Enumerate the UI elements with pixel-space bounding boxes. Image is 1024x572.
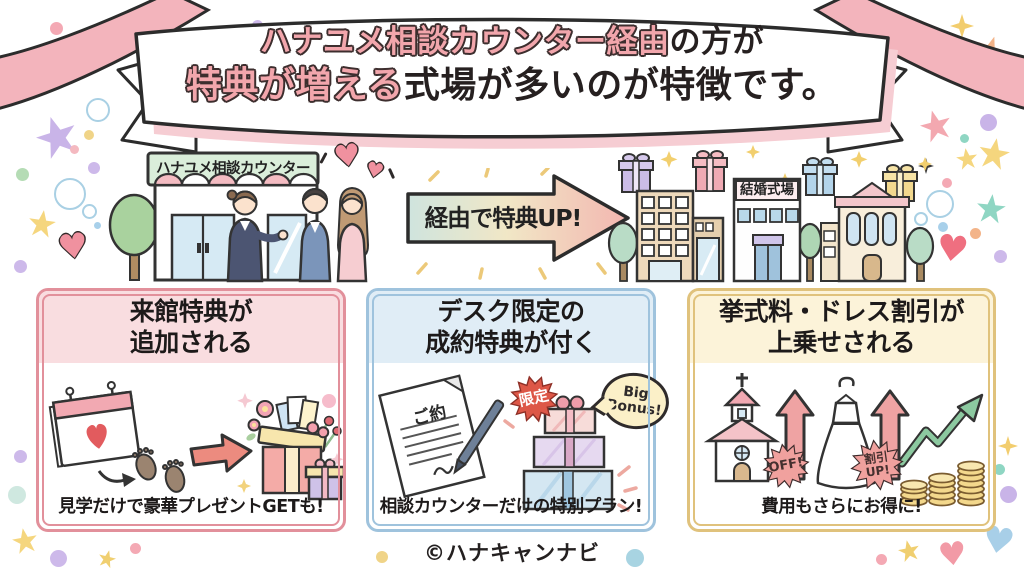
chapel-building [820, 181, 910, 283]
gift-bouquet [246, 394, 342, 495]
credit-line: ©ハナキャンナビ [424, 541, 600, 565]
sparkle-icon [998, 436, 1018, 456]
card-discount-caption: 費用もさらにお得に! [761, 497, 922, 517]
pen-icon [453, 399, 505, 475]
confetti-dot-icon [970, 228, 981, 239]
coins-icon [900, 460, 985, 507]
bubble-icon [54, 178, 86, 210]
confetti-dot-icon [14, 450, 27, 463]
confetti-dot-icon [938, 222, 948, 232]
limited-badge: 限定 [505, 370, 564, 427]
off-badge: OFF! [758, 439, 813, 493]
card-title-line2: 追加される [129, 328, 253, 357]
confetti-dot-icon [1000, 486, 1017, 503]
consultation-counter-sign: ハナユメ相談カウンター [156, 161, 311, 177]
confetti-dot-icon [88, 162, 100, 174]
bubble-icon [82, 204, 97, 219]
card-title-line2: 成約特典が付く [425, 328, 597, 357]
confetti-dot-icon [994, 250, 1007, 263]
card-title-line1: デスク限定の [437, 296, 585, 326]
desk-benefit-illustration [378, 374, 638, 512]
discount-benefit-illustration [703, 373, 985, 507]
card-title-line2: 上乗せされる [767, 328, 916, 357]
visit-benefit-illustration [48, 380, 343, 501]
accent-dashes [503, 419, 638, 512]
contract-icon [378, 374, 486, 499]
card-visit-benefits: 来館特典が 追加される [36, 288, 346, 532]
growth-arrow-icon [897, 393, 984, 468]
wedding-venues-illustration [607, 145, 935, 283]
banner-highlight-1: ハナユメ相談カウンター経由 [260, 24, 670, 60]
banner-title-line2: 特典が増える式場が多いのが特徴です。 [120, 65, 904, 107]
right-arrow-icon [189, 433, 253, 473]
card-discount-benefits: 挙式料・ドレス割引が 上乗せされる [687, 288, 996, 532]
banner-highlight-2: 特典が増える [185, 64, 404, 106]
calendar-icon [48, 380, 141, 468]
banner-rest-1: の方が [669, 24, 764, 60]
church-icon [703, 373, 781, 483]
bride-person [336, 186, 370, 283]
card-visit-header: 来館特典が 追加される [39, 291, 343, 363]
banner-title: ハナユメ相談カウンター経由の方が 特典が増える式場が多いのが特徴です。 [120, 24, 904, 107]
card-desk-header: デスク限定の 成約特典が付く [369, 291, 653, 363]
venue-building [732, 177, 802, 283]
groom-person [298, 188, 332, 283]
confetti-star-icon [26, 208, 58, 240]
heart-icon: ♥ [55, 225, 92, 269]
banner-rest-2: 式場が多いのが特徴です。 [403, 64, 839, 106]
venue-sign: 結婚式場 [740, 182, 794, 198]
discount-up-badge: 割引 UP! [847, 435, 908, 494]
banner-ribbon [0, 0, 1024, 154]
card-visit-caption: 見学だけで豪華プレゼントGETも! [58, 497, 324, 517]
confetti-dot-icon [942, 178, 952, 188]
card-desk-caption: 相談カウンターだけの特別プラン! [379, 497, 643, 517]
small-gift-icon [304, 458, 343, 501]
confetti-dot-icon [14, 260, 27, 273]
arrow-accent-dashes [416, 168, 607, 280]
bubble-line2: Bonus! [605, 396, 663, 420]
card-title-line1: 挙式料・ドレス割引が [718, 296, 965, 326]
banner-title-line1: ハナユメ相談カウンター経由の方が [120, 24, 904, 61]
footprints-icon [132, 447, 186, 493]
arrow-label: 経由で特典UP! [424, 204, 583, 232]
card-title-line1: 来館特典が [129, 296, 253, 326]
office-building [635, 189, 725, 283]
benefit-up-arrow [406, 168, 630, 280]
gift-stack-icon [522, 395, 614, 511]
counter-storefront-illustration [108, 151, 370, 283]
confetti-dot-icon [16, 168, 29, 181]
staff-person [226, 189, 289, 283]
sparkle-icons [237, 393, 343, 493]
confetti-star-icon [975, 193, 1008, 226]
confetti-dot-icon [8, 486, 26, 504]
heart-icon: ♥ [933, 226, 972, 273]
card-desk-benefits: デスク限定の 成約特典が付く [366, 288, 673, 532]
card-discount-header: 挙式料・ドレス割引が 上乗せされる [690, 291, 993, 363]
